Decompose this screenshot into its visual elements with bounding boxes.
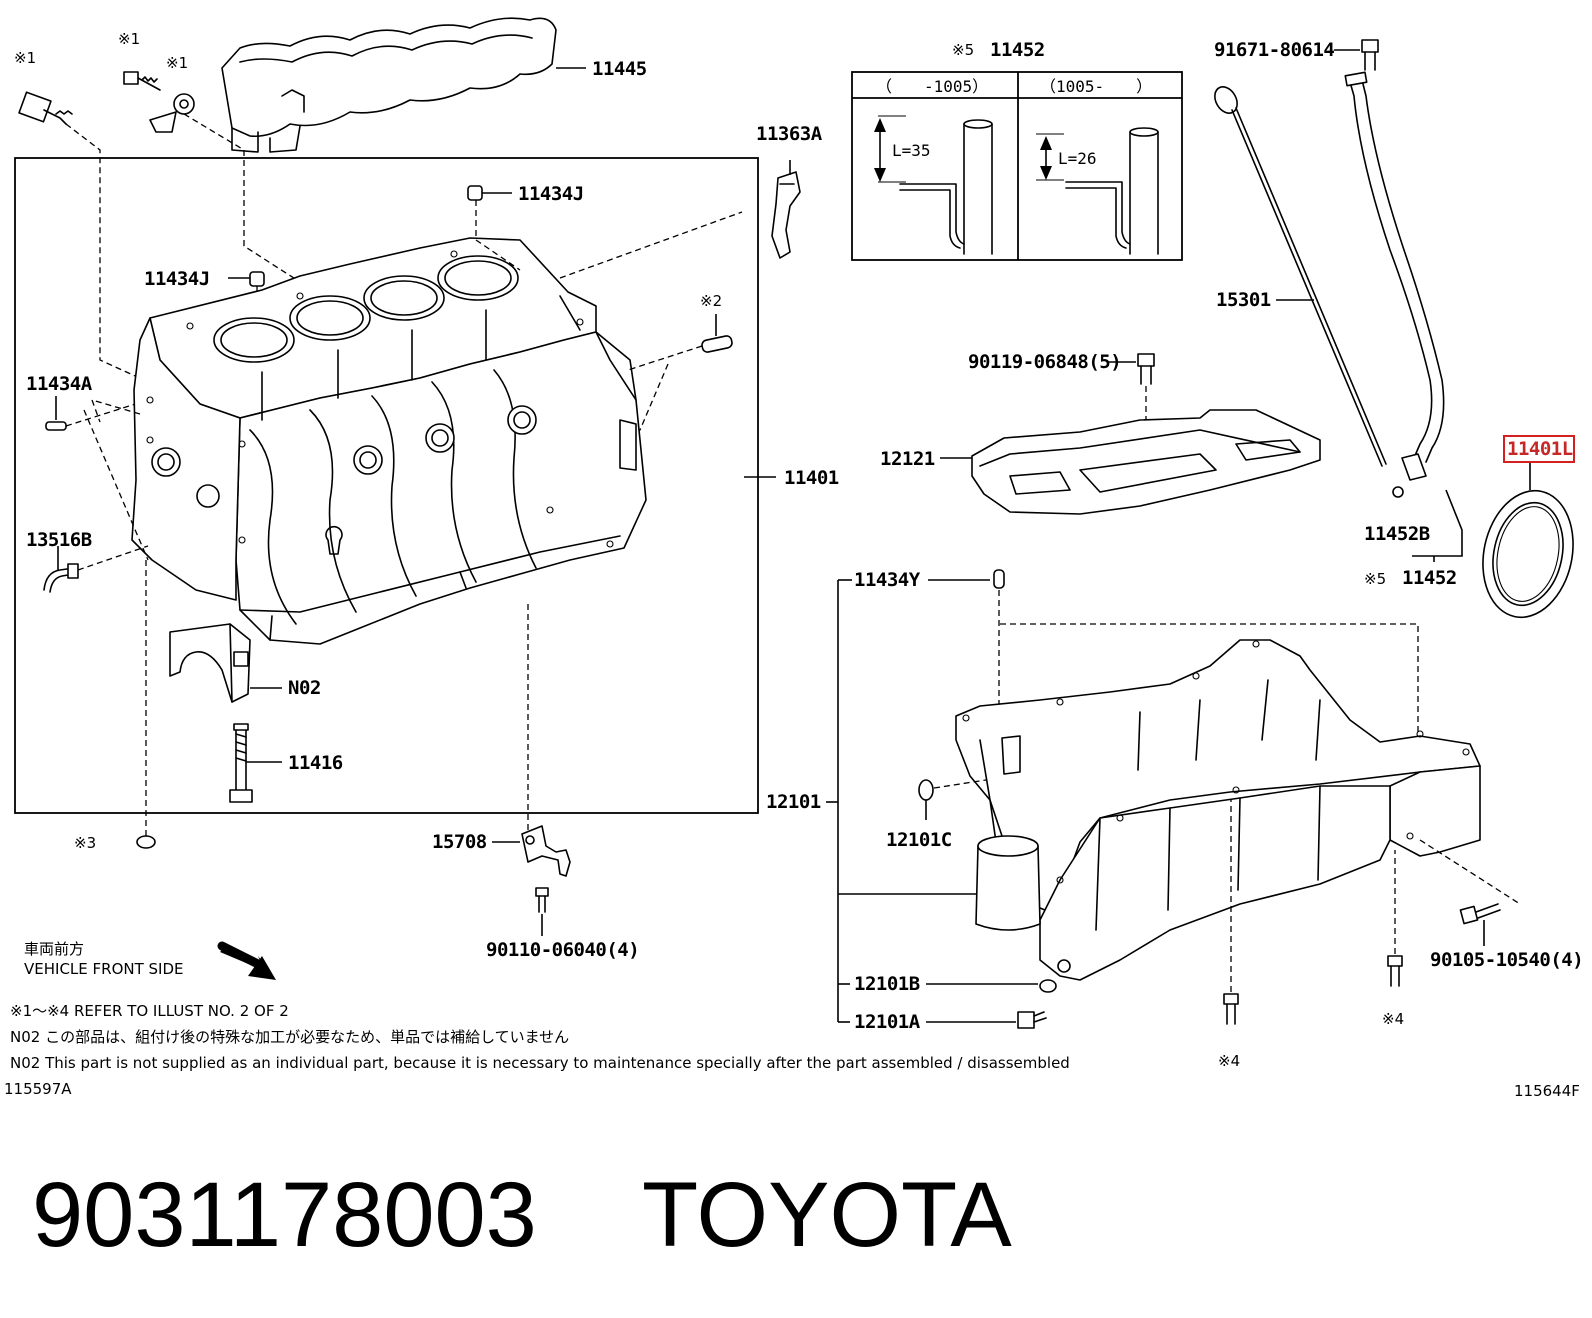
part-11416-drawing <box>229 723 253 803</box>
label-11416: 11416 <box>288 752 343 774</box>
part-11445-drawing <box>221 17 557 153</box>
label-11401L[interactable]: 11401L <box>1507 438 1573 460</box>
part-90110-drawing <box>535 887 549 913</box>
mark-3: ※3 <box>74 834 96 852</box>
part-12101-oil-pan-drawing <box>955 639 1481 981</box>
part-13516B-drawing <box>43 563 79 593</box>
label-15301: 15301 <box>1216 289 1271 311</box>
part-11434Y-drawing <box>993 569 1005 589</box>
dipstick-guide-inset <box>851 71 1183 261</box>
label-13516B: 13516B <box>26 529 92 551</box>
engine-block-frame <box>14 157 759 814</box>
label-11452-bottom: 11452 <box>1402 567 1457 589</box>
part-12101B-drawing <box>1039 979 1057 993</box>
label-90110: 90110-06040(4) <box>486 939 639 961</box>
label-90119: 90119-06848(5) <box>968 351 1121 373</box>
label-12101C: 12101C <box>886 829 952 851</box>
part-11434J-top-drawing <box>467 185 483 201</box>
knock-sensor-drawing <box>18 91 73 125</box>
label-12101B: 12101B <box>854 973 920 995</box>
bolt-drawing <box>123 71 161 91</box>
mark-1b: ※1 <box>118 30 140 48</box>
dowel-pin-drawing <box>701 335 733 353</box>
part-11434J-left-drawing <box>249 271 265 287</box>
label-11445: 11445 <box>592 58 647 80</box>
label-11434J-top: 11434J <box>518 183 584 205</box>
part-90119-drawing <box>1137 353 1155 385</box>
label-12101A: 12101A <box>854 1011 921 1033</box>
inset-col2-head: （1005- ） <box>1040 77 1152 96</box>
label-15708: 15708 <box>432 831 487 853</box>
inset-col1-dim: L=35 <box>892 141 931 160</box>
label-N02: N02 <box>288 677 321 699</box>
mark-1c: ※1 <box>166 54 188 72</box>
part-11452-guide-drawing <box>1344 71 1445 481</box>
label-11434J-left: 11434J <box>144 268 210 290</box>
direction-jp: 車両前方 <box>24 940 84 958</box>
part-90105-drawing <box>1459 903 1501 925</box>
label-12101: 12101 <box>766 791 821 813</box>
mark-3-part-drawing <box>136 835 156 849</box>
note-n02-en: N02 This part is not supplied as an indi… <box>10 1054 1070 1072</box>
clip-drawing <box>149 93 195 133</box>
label-12121: 12121 <box>880 448 935 470</box>
part-12121-baffle-drawing <box>971 409 1321 515</box>
part-12101C-drawing <box>918 779 934 801</box>
part-11434A-drawing <box>45 421 67 431</box>
part-15708-drawing <box>521 825 571 877</box>
part-91671-drawing <box>1361 39 1379 71</box>
mark-5a: ※5 <box>952 41 974 59</box>
part-12101A-drawing <box>1017 1011 1047 1029</box>
label-11401: 11401 <box>784 467 839 489</box>
code-left: 115597A <box>4 1080 72 1098</box>
mark-5b: ※5 <box>1364 570 1386 588</box>
mark-4a: ※4 <box>1382 1010 1404 1028</box>
part-N02-drawing <box>169 623 251 703</box>
label-11363A: 11363A <box>756 123 823 145</box>
label-11452-top: 11452 <box>990 39 1045 61</box>
mark-1a: ※1 <box>14 49 36 67</box>
note-n02-jp: N02 この部品は、組付け後の特殊な加工が必要なため、単品では補給していません <box>10 1028 569 1046</box>
label-11452B: 11452B <box>1364 523 1430 545</box>
cylinder-block-drawing <box>131 237 647 645</box>
direction-en: VEHICLE FRONT SIDE <box>24 960 184 978</box>
highlight-box-11401L <box>1503 435 1575 463</box>
mark-4-bolt-right-drawing <box>1387 955 1403 987</box>
part-11401L-seal-drawing <box>1482 489 1574 619</box>
part-15301-dipstick-drawing <box>1214 86 1404 498</box>
label-11434Y: 11434Y <box>854 569 921 591</box>
mark-4b: ※4 <box>1218 1052 1240 1070</box>
code-right: 115644F <box>1514 1082 1580 1100</box>
inset-col2-dim: L=26 <box>1058 149 1097 168</box>
label-90105: 90105-10540(4) <box>1430 949 1583 971</box>
mark-2: ※2 <box>700 292 722 310</box>
note-refer: ※1～※4 REFER TO ILLUST NO. 2 OF 2 <box>10 1002 289 1020</box>
part-11363A-drawing <box>771 171 801 259</box>
label-91671: 91671-80614 <box>1214 39 1334 61</box>
caption-part-number: 9031178003 <box>32 1164 537 1266</box>
mark-4-bolt-left-drawing <box>1223 993 1239 1025</box>
inset-col1-head: （ -1005） <box>876 77 988 96</box>
front-arrow-icon <box>217 941 276 980</box>
label-11434A: 11434A <box>26 373 93 395</box>
caption-brand: TOYOTA <box>642 1164 1012 1266</box>
